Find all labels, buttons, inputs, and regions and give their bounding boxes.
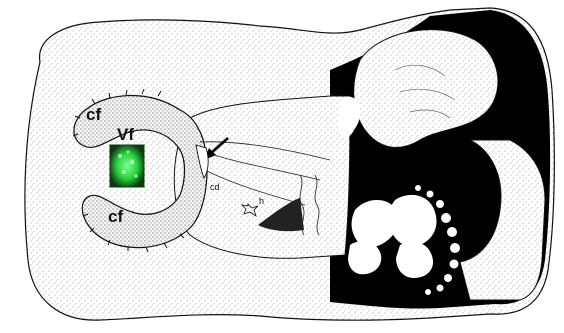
label-vf: Vf bbox=[117, 125, 134, 144]
label-cf-bottom: cf bbox=[108, 207, 123, 226]
label-cf-top: cf bbox=[86, 105, 101, 124]
label-cd: cd bbox=[210, 182, 220, 192]
label-h: h bbox=[259, 196, 264, 206]
